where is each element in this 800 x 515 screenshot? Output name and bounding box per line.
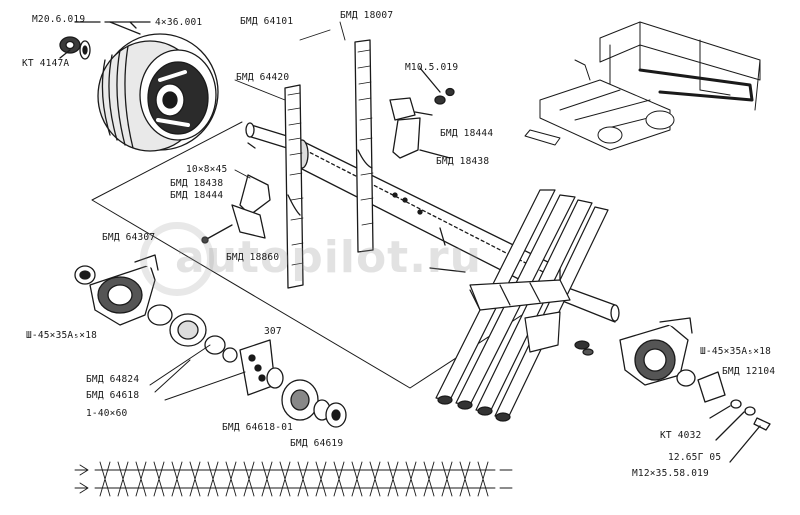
label-bmd12104: БМД 12104	[722, 366, 776, 377]
label-kt4032: КТ 4032	[660, 430, 702, 441]
label-bearing-307: 307	[264, 326, 282, 337]
label-bmd64101: БМД 64101	[240, 16, 294, 27]
label-washer: 4×36.001	[155, 17, 203, 28]
label-bmd64619: БМД 64619	[290, 438, 344, 449]
tine-strip-icon	[284, 39, 374, 289]
label-bmd64420: БМД 64420	[236, 72, 290, 83]
bearing-icon	[239, 339, 347, 428]
pulley-icon	[97, 33, 219, 152]
label-m20: М20.6.019	[32, 14, 86, 25]
label-kt4147a: КТ 4147А	[22, 58, 70, 69]
label-bmd64307: БМД 64307	[102, 232, 156, 243]
label-bmd64618: БМД 64618	[86, 390, 140, 401]
machine-thumbnail-icon	[524, 21, 761, 151]
label-m10: М10.5.019	[405, 62, 459, 73]
watermark-logo-icon	[140, 222, 214, 296]
label-bmd18444-top: БМД 18444	[440, 128, 494, 139]
label-bmd18438-top: БМД 18438	[436, 156, 490, 167]
label-seal-left: Ш-45×35А₅×18	[26, 330, 98, 341]
label-bmd18438-left: БМД 18438	[170, 178, 224, 189]
nut-icon	[59, 36, 91, 60]
tine-bars-icon	[429, 189, 609, 422]
clamp-icon	[389, 67, 455, 159]
chain-belt-icon	[74, 461, 513, 497]
label-ring: 1-40×60	[86, 408, 128, 419]
label-seal-right: Ш-45×35А₅×18	[700, 346, 772, 357]
housing-left-icon	[74, 254, 159, 326]
label-bmd18860: БМД 18860	[226, 252, 280, 263]
label-pin: 10×8×45	[186, 164, 228, 175]
label-1265g05: 12.65Г 05	[668, 452, 722, 463]
housing-right-icon	[619, 317, 771, 463]
label-bmd18007: БМД 18007	[340, 10, 394, 21]
label-bmd18444-left: БМД 18444	[170, 190, 224, 201]
bearing-stack-left-icon	[147, 304, 238, 363]
watermark-text: autopilot.ru	[175, 232, 482, 283]
label-m12: М12×35.58.019	[632, 468, 709, 479]
label-bmd64824: БМД 64824	[86, 374, 140, 385]
label-bmd64618-01: БМД 64618-01	[222, 422, 294, 433]
